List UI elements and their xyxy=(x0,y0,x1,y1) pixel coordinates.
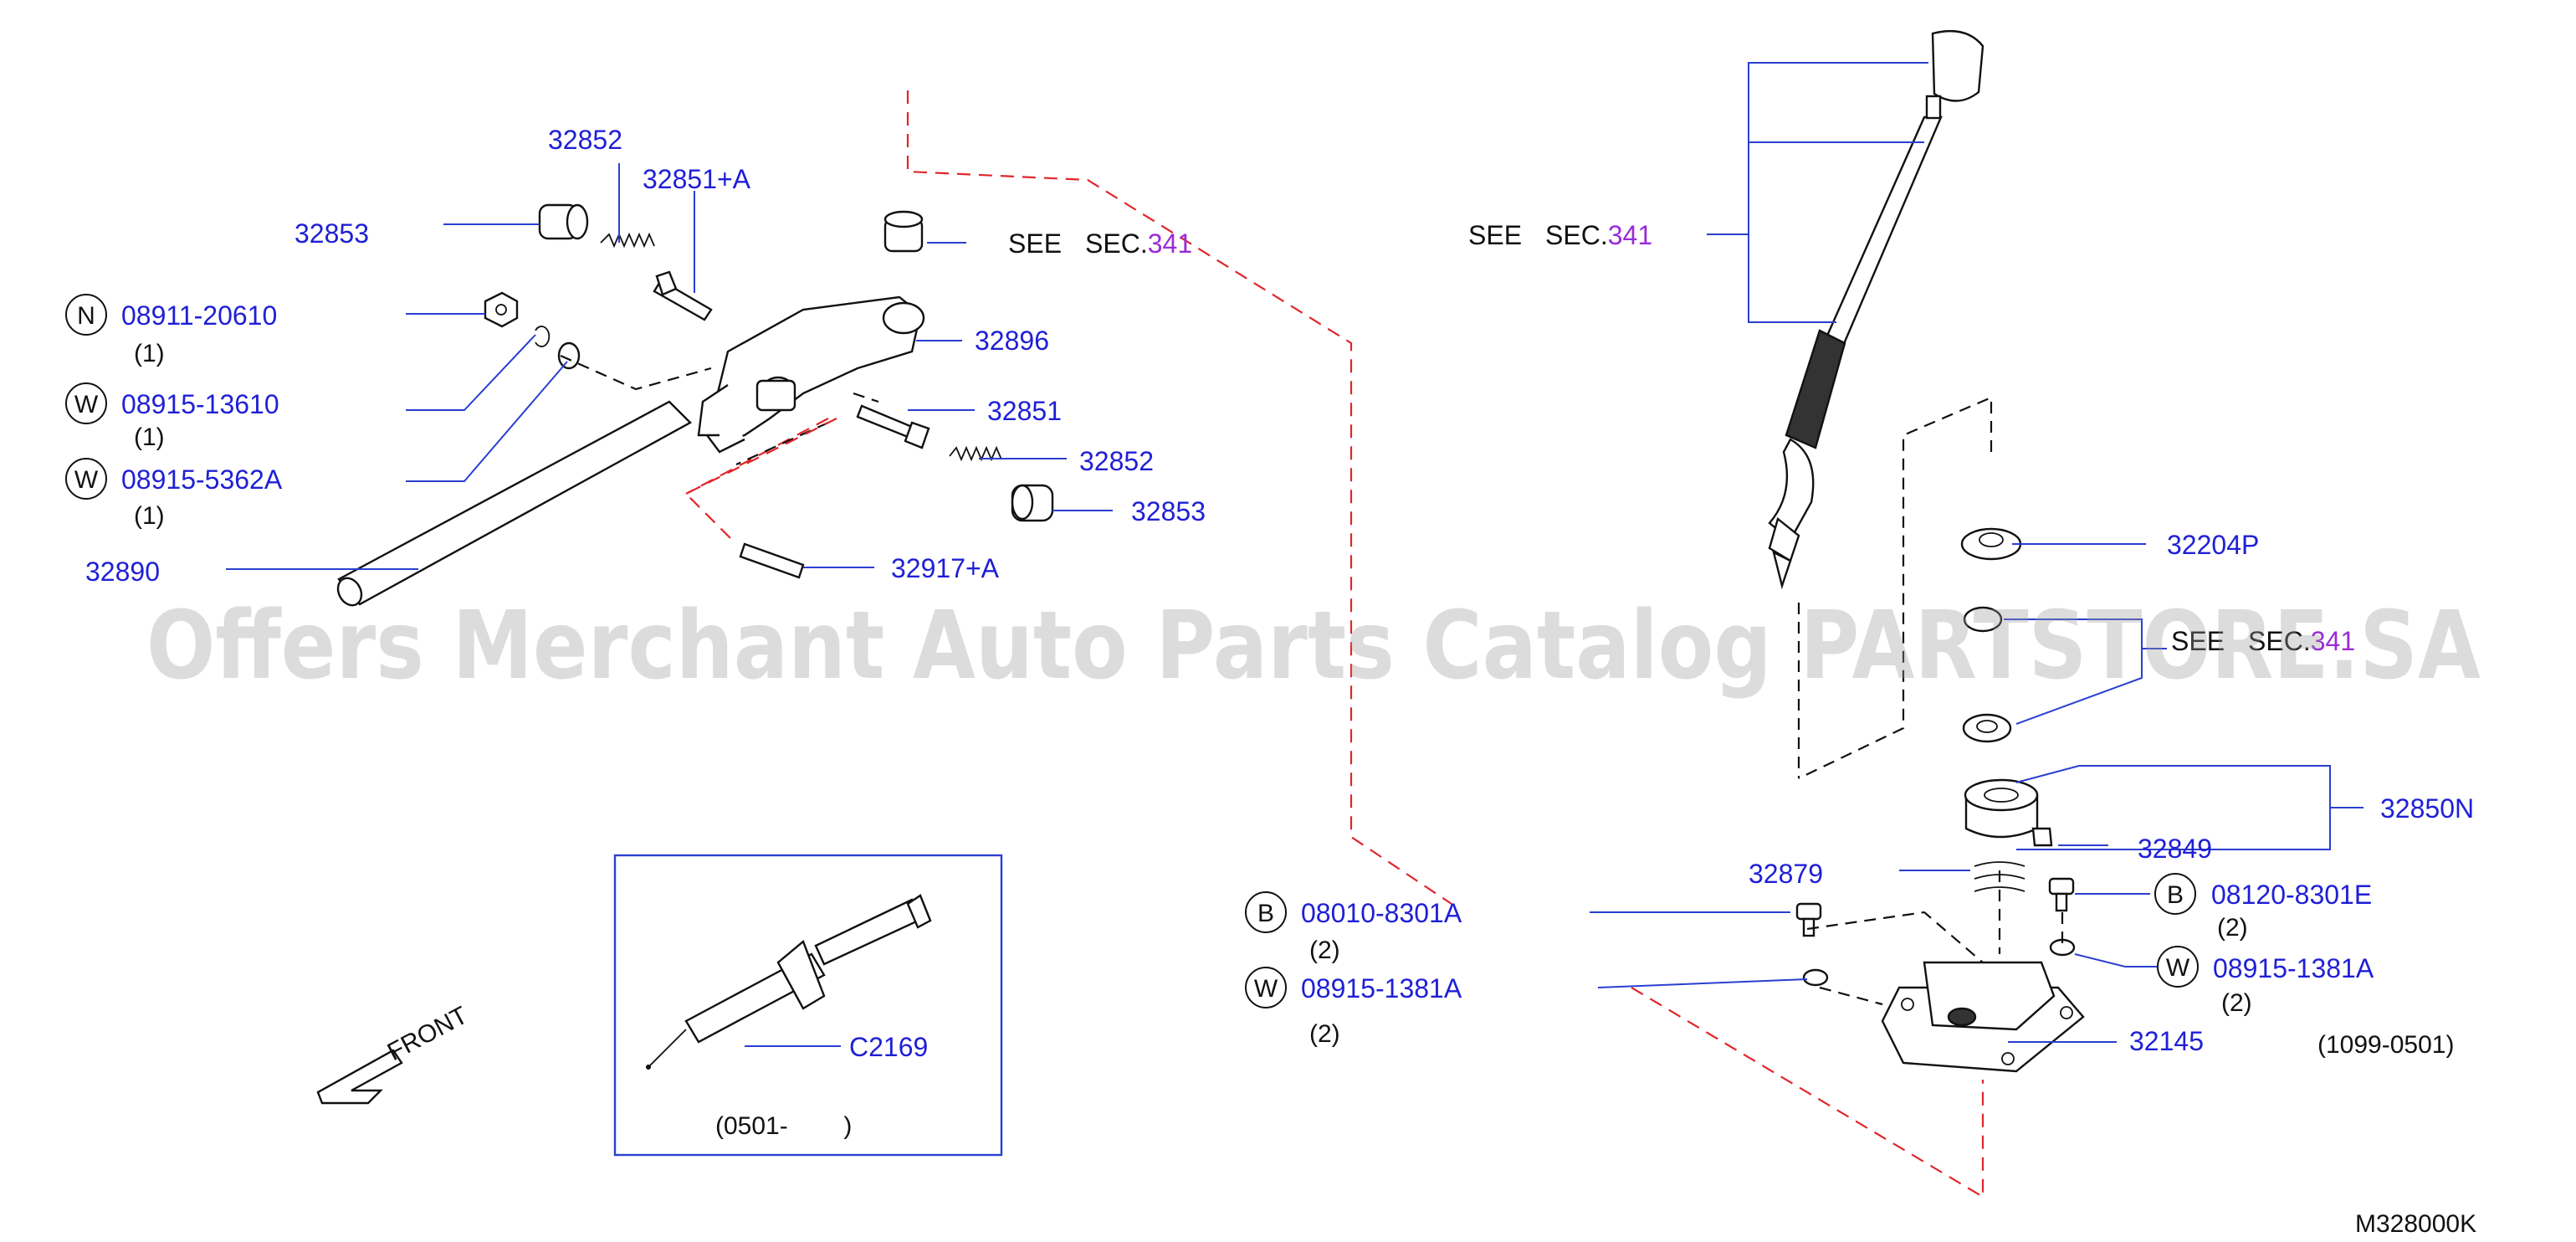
label-32204p: 32204P xyxy=(2167,530,2259,560)
symbol-w1: W xyxy=(74,391,99,418)
label-32917a: 32917+A xyxy=(891,553,1000,583)
symbol-b-center: B xyxy=(1257,900,1274,927)
label-08915-1381a-right: 08915-1381A xyxy=(2213,953,2374,983)
washer-08915-5362a xyxy=(557,341,581,370)
symbol-n: N xyxy=(77,302,95,330)
knob xyxy=(1931,30,1984,102)
pin-32917a xyxy=(739,542,805,579)
grease-inset-box xyxy=(613,854,1003,1157)
symbol-w1-circle xyxy=(65,382,107,424)
qty-08915-5362a: (1) xyxy=(134,502,165,530)
label-08010-8301a: 08010-8301A xyxy=(1301,898,1462,928)
label-32849: 32849 xyxy=(2138,834,2212,864)
bushing-top xyxy=(883,210,924,253)
label-08911-20610: 08911-20610 xyxy=(121,300,277,331)
watermark: Offers Merchant Auto Parts Catalog PARTS… xyxy=(146,592,2481,701)
socket-32850n xyxy=(1964,778,2039,839)
diagram-code: M328000K xyxy=(2355,1210,2476,1238)
label-32879: 32879 xyxy=(1749,859,1823,889)
plug-32853-top xyxy=(538,203,589,240)
label-08915-1381a-center: 08915-1381A xyxy=(1301,973,1462,1003)
front-arrow xyxy=(316,1049,403,1105)
label-c2169: C2169 xyxy=(849,1032,928,1062)
seat-32204p xyxy=(1960,527,2022,561)
label-32851: 32851 xyxy=(987,396,1062,426)
pin-32851a-top xyxy=(653,270,713,321)
symbol-b-center-circle xyxy=(1245,891,1287,933)
bolt-08120 xyxy=(2048,877,2075,912)
symbol-w-right-circle xyxy=(2157,946,2199,988)
symbol-b-right-circle xyxy=(2154,873,2196,915)
base-plate-32145 xyxy=(1881,961,2085,1073)
lever-grip xyxy=(1768,329,1846,590)
symbol-w2: W xyxy=(74,466,99,494)
washer-08915-1381a-left xyxy=(1802,968,1829,987)
washer-ring xyxy=(1962,713,2012,743)
left-leaders xyxy=(226,163,1113,570)
label-32853: 32853 xyxy=(1131,496,1206,526)
label-32850n: 32850N xyxy=(2380,793,2474,824)
qty-08120: (2) xyxy=(2217,914,2248,942)
pin-32851 xyxy=(856,404,930,449)
box-range: (0501- ) xyxy=(715,1112,852,1140)
qty-08915-center: (2) xyxy=(1309,1020,1340,1048)
right-leaders xyxy=(1590,62,2363,1043)
label-08120-8301e: 08120-8301E xyxy=(2211,880,2372,910)
bolt-08010 xyxy=(1795,902,1822,937)
qty-08915-right: (2) xyxy=(2221,989,2252,1017)
symbol-w-center: W xyxy=(1254,975,1278,1003)
lever-bracket-32896 xyxy=(697,295,925,454)
rod-32890 xyxy=(336,400,692,607)
label-08915-13610: 08915-13610 xyxy=(121,389,279,419)
symbol-w2-circle xyxy=(65,458,107,500)
plug-32853 xyxy=(1011,484,1054,522)
symbol-w-center-circle xyxy=(1245,967,1287,1008)
symbol-b-right: B xyxy=(2167,881,2184,909)
label-32896: 32896 xyxy=(975,326,1049,356)
grease-fitting-32849 xyxy=(2031,827,2053,847)
front-label: FRONT xyxy=(383,1002,473,1067)
label-32852: 32852 xyxy=(1079,446,1154,476)
spring-32852-top xyxy=(600,232,655,249)
washer-c-08915-13610 xyxy=(535,326,551,347)
symbol-w-right: W xyxy=(2166,954,2190,982)
qty-08911: (1) xyxy=(134,340,165,367)
lever-rod xyxy=(1822,95,1943,353)
label-08915-5362a: 08915-5362A xyxy=(121,464,283,495)
label-32852-top: 32852 xyxy=(548,125,622,155)
grease-tube-c2169 xyxy=(646,894,932,1070)
spring-32852 xyxy=(949,445,1002,462)
label-32145: 32145 xyxy=(2129,1026,2204,1056)
small-ring xyxy=(1963,606,2003,633)
symbol-n-circle xyxy=(65,294,107,336)
qty-08010: (2) xyxy=(1309,937,1340,964)
label-32851a-top: 32851+A xyxy=(643,164,751,194)
label-32853-top: 32853 xyxy=(294,218,369,249)
shift-lever-assembly xyxy=(1768,30,2085,1073)
shift-rod-assembly xyxy=(336,203,1054,607)
nut-08911 xyxy=(484,291,519,328)
labels: 32852 32851+A 32853 N 08911-20610 (1) W … xyxy=(65,125,2476,1238)
right-range: (1099-0501) xyxy=(2317,1031,2454,1059)
qty-08915-13610: (1) xyxy=(134,423,165,451)
label-32890: 32890 xyxy=(85,557,160,587)
